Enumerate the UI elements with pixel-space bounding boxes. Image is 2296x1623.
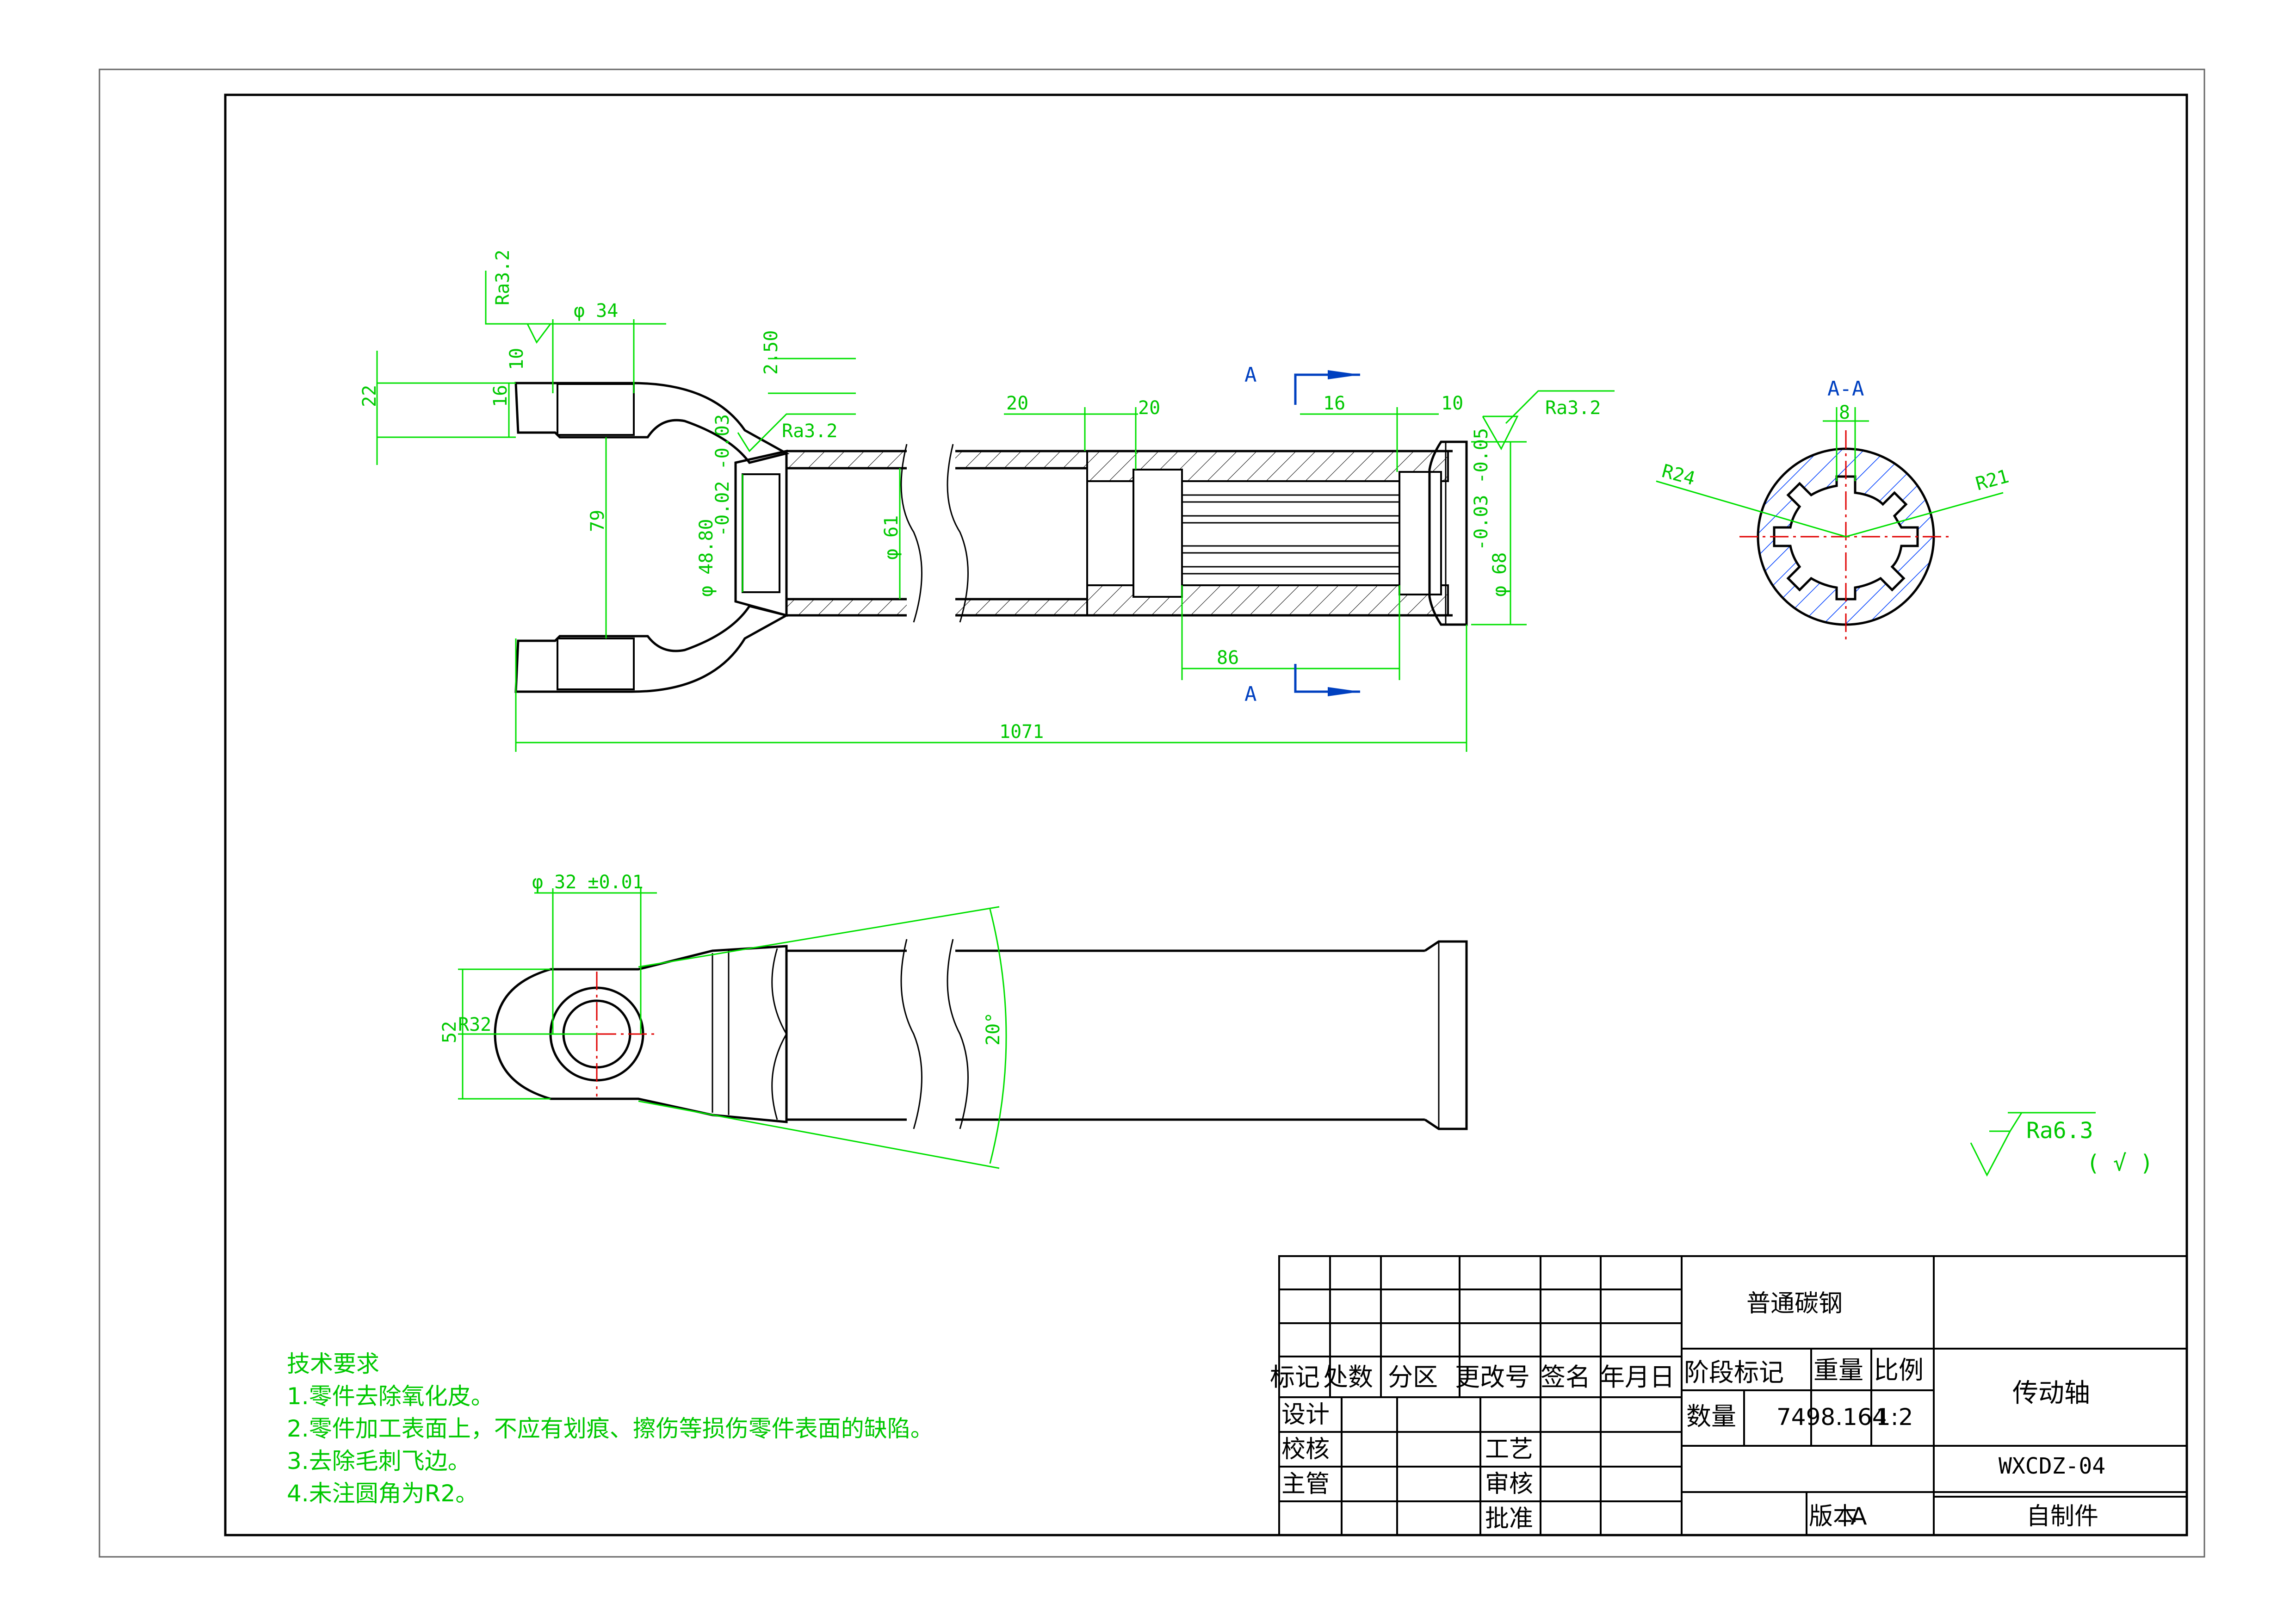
dim-d61: φ 61 <box>881 515 902 560</box>
weight-value: 7498.164 <box>1776 1404 1887 1431</box>
part-source: 自制件 <box>2026 1503 2098 1530</box>
role-approve: 批准 <box>1485 1505 1533 1533</box>
groove-1 <box>1086 480 1134 586</box>
dim-l1071: 1071 <box>999 721 1044 743</box>
dim-r32: R32 <box>458 1014 491 1035</box>
dim-d32: φ 32 ±0.01 <box>532 872 644 893</box>
spline-teeth <box>1182 494 1399 575</box>
spline-region <box>1181 480 1400 586</box>
dim-d68: φ 68 <box>1489 552 1510 597</box>
bottom-flange <box>1424 940 1468 1130</box>
end-bore <box>1399 471 1442 595</box>
tech-notes-title: 技术要求 <box>287 1350 379 1377</box>
material: 普通碳钢 <box>1746 1290 1843 1318</box>
tech-note-3: 3.去除毛刺飞边。 <box>287 1448 471 1474</box>
section-aa-view: A-A 8 R24 R21 <box>1656 377 2011 643</box>
eye-outline <box>494 945 788 1123</box>
roughness-general: Ra6.3 <box>2026 1118 2093 1144</box>
tb-header-change: 更改号 <box>1455 1363 1530 1392</box>
dim-l16: 16 <box>1323 393 1345 414</box>
tb-header-count: 处数 <box>1323 1363 1373 1392</box>
dim-w8: 8 <box>1839 402 1850 423</box>
dim-h22: 22 <box>359 385 380 407</box>
stage-label: 阶段标记 <box>1684 1358 1784 1387</box>
outer-border <box>99 68 2205 1558</box>
dim-angle: 20° <box>983 1012 1004 1046</box>
tech-note-1: 1.零件去除氧化皮。 <box>287 1383 494 1410</box>
dim-l10: 10 <box>1441 393 1463 414</box>
dim-d34: φ 34 <box>574 300 618 322</box>
tb-header-date: 年月日 <box>1600 1363 1675 1392</box>
dim-r21: R21 <box>1974 466 2011 495</box>
scale-label: 比例 <box>1874 1356 1924 1385</box>
dim-gap79: 79 <box>587 510 608 532</box>
section-mark-bottom: A <box>1244 682 1257 706</box>
tb-header-sign: 签名 <box>1541 1363 1590 1392</box>
title-block: 普通碳钢 标记 处数 分区 更改号 签名 年月日 设计 校核 主管 工艺 审核 … <box>1270 1255 2188 1536</box>
yoke-upper-arm <box>514 382 790 464</box>
roughness-3: Ra3.2 <box>1545 397 1601 419</box>
role-design: 设计 <box>1281 1401 1330 1429</box>
roughness-2: Ra3.2 <box>782 421 837 442</box>
role-check: 校核 <box>1281 1436 1330 1463</box>
dim-h52: 52 <box>439 1021 460 1043</box>
dim-h10: 10 <box>506 348 527 370</box>
part-name: 传动轴 <box>2012 1378 2090 1408</box>
section-markers: A A <box>1244 363 1360 706</box>
dim-l86: 86 <box>1217 647 1239 669</box>
scale-value: 1:2 <box>1876 1404 1913 1431</box>
tb-header-mark: 标记 <box>1270 1363 1320 1392</box>
tb-header-zone: 分区 <box>1388 1363 1438 1392</box>
tech-note-4: 4.未注圆角为R2。 <box>287 1480 478 1507</box>
dim-w50: 2.50 <box>761 330 782 375</box>
weight-label: 重量 <box>1813 1356 1863 1385</box>
groove-2 <box>1133 469 1183 598</box>
drawing-number: WXCDZ-04 <box>1999 1453 2105 1479</box>
bottom-view: φ 32 ±0.01 52 R32 20° <box>439 872 1468 1169</box>
section-aa-title: A-A <box>1827 377 1864 401</box>
upper-bore <box>557 383 635 436</box>
tech-notes: 技术要求 1.零件去除氧化皮。 2.零件加工表面上，不应有划痕、擦伤等损伤零件表… <box>287 1350 934 1507</box>
top-dimensions: φ 34 22 16 10 79 2.50 φ 48.80 -0.02 -0.0… <box>359 250 1615 752</box>
role-review: 审核 <box>1485 1470 1533 1498</box>
lower-bore <box>557 638 635 690</box>
dim-tol-bore: -0.02 -0.03 <box>712 414 733 537</box>
roughness-general-note: ( √ ) <box>2086 1150 2154 1176</box>
roughness-1: Ra3.2 <box>492 250 514 305</box>
version-label: 版本 <box>1809 1503 1857 1530</box>
inner-frame <box>224 93 2188 1536</box>
dim-h16: 16 <box>490 385 511 407</box>
dim-tol-end: -0.03 -0.05 <box>1471 428 1492 551</box>
dim-l20a: 20 <box>1006 393 1028 414</box>
qty-label: 数量 <box>1686 1402 1736 1431</box>
bottom-dimensions: φ 32 ±0.01 52 R32 20° <box>439 872 1007 1169</box>
general-roughness: Ra6.3 ( √ ) <box>1970 1112 2154 1177</box>
role-process: 工艺 <box>1485 1436 1533 1463</box>
dim-l20b: 20 <box>1138 397 1160 419</box>
top-section-view: φ 34 22 16 10 79 2.50 φ 48.80 -0.02 -0.0… <box>359 250 1615 752</box>
dim-d48: φ 48.80 <box>696 519 717 597</box>
dim-r24: R24 <box>1659 460 1697 489</box>
role-manager: 主管 <box>1281 1470 1330 1498</box>
section-mark-top: A <box>1244 363 1257 387</box>
version-value: A <box>1850 1503 1867 1530</box>
yoke-lower-arm <box>514 605 790 693</box>
neck-bore <box>742 473 780 593</box>
tech-note-2: 2.零件加工表面上，不应有划痕、擦伤等损伤零件表面的缺陷。 <box>287 1415 934 1442</box>
end-flange <box>1428 440 1468 626</box>
